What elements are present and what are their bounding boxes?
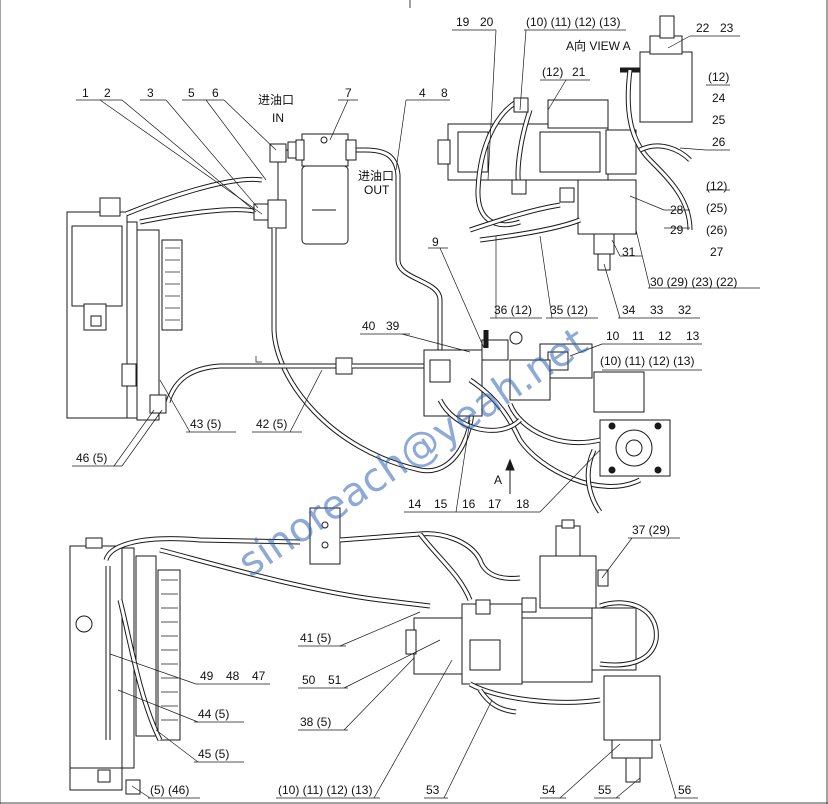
label-28: 28: [670, 203, 684, 217]
label-18: 18: [516, 497, 530, 511]
label-41: 41 (5): [300, 631, 331, 645]
label-43: 43 (5): [190, 417, 221, 431]
label-mid-group: (10) (11) (12) (13): [600, 354, 694, 368]
label-26-b: (26): [706, 223, 727, 237]
label-13-mid: 13: [686, 329, 700, 343]
label-44: 44 (5): [198, 707, 229, 721]
label-27: 27: [710, 245, 724, 259]
label-19: 19: [456, 15, 470, 29]
label-37: 37 (29): [632, 523, 670, 537]
label-46: 46 (5): [76, 451, 107, 465]
label-16: 16: [462, 497, 476, 511]
view-direction-arrow: [505, 458, 515, 494]
label-5: 5: [188, 86, 195, 100]
label-25: 25: [712, 113, 726, 127]
label-12-mid: 12: [658, 329, 672, 343]
label-1: 1: [82, 86, 89, 100]
label-38: 38 (5): [300, 715, 331, 729]
label-34: 34: [622, 303, 636, 317]
label-top-group: (10) (11) (12) (13): [526, 15, 620, 29]
label-29: 29: [670, 223, 684, 237]
label-53: 53: [426, 783, 440, 797]
radiator-top: [66, 197, 183, 421]
label-9: 9: [432, 235, 439, 249]
oil-filter: [295, 133, 357, 245]
label-33: 33: [650, 303, 664, 317]
label-48: 48: [226, 669, 240, 683]
label-56: 56: [678, 783, 692, 797]
label-55: 55: [598, 783, 612, 797]
label-31: 31: [622, 245, 636, 259]
watermark: sinoreach@yeah.net: [230, 319, 596, 587]
label-36: 36 (12): [494, 303, 532, 317]
label-51: 51: [328, 673, 342, 687]
pump-assembly-bottom: [405, 519, 661, 783]
label-15: 15: [434, 497, 448, 511]
label-10-mid: 10: [606, 329, 620, 343]
label-7: 7: [345, 86, 352, 100]
label-17: 17: [488, 497, 502, 511]
view-a-assembly: [437, 15, 693, 271]
label-49: 49: [200, 669, 214, 683]
label-54: 54: [542, 783, 556, 797]
label-6: 6: [212, 86, 219, 100]
label-8: 8: [441, 86, 448, 100]
valve-block-mid: [423, 330, 671, 514]
label-21: 21: [572, 65, 586, 79]
top-left-hoses: [125, 141, 476, 474]
label-25-b: (25): [706, 201, 727, 215]
label-30-group: 30 (29) (23) (22): [650, 275, 737, 289]
label-14: 14: [408, 497, 422, 511]
inlet-label-en: IN: [272, 111, 284, 125]
label-view-a: A向 VIEW A: [566, 38, 631, 53]
label-11-mid: 11: [632, 329, 645, 343]
label-12-a: (12): [542, 65, 563, 79]
label-47: 47: [252, 669, 266, 683]
label-45: 45 (5): [198, 747, 229, 761]
label-24: 24: [712, 91, 726, 105]
label-26: 26: [712, 135, 726, 149]
label-42: 42 (5): [256, 417, 287, 431]
label-20: 20: [480, 15, 494, 29]
label-40: 40: [362, 319, 376, 333]
inlet-label-cn: 进油口: [258, 93, 294, 107]
label-32: 32: [678, 303, 692, 317]
label-12-b: (12): [706, 179, 727, 193]
bottom-hoses: [103, 507, 521, 742]
leader-lines: [72, 29, 760, 799]
outlet-label-cn: 进油口: [358, 169, 394, 183]
label-bottom-group: (10) (11) (12) (13): [278, 783, 372, 797]
label-35: 35 (12): [550, 303, 588, 317]
label-4: 4: [419, 86, 426, 100]
label-a-arrow: A: [494, 473, 502, 487]
part-labels: 1 2 3 5 6 7 4 8 进油口 IN 进油口 OUT 9 19 20 (…: [76, 15, 737, 797]
label-23: 23: [720, 21, 734, 35]
label-39: 39: [386, 319, 400, 333]
label-3: 3: [147, 86, 154, 100]
label-50: 50: [302, 673, 316, 687]
outlet-label-en: OUT: [364, 183, 390, 197]
label-2: 2: [104, 86, 111, 100]
label-22: 22: [696, 21, 710, 35]
label-12-right: (12): [708, 70, 729, 84]
label-5-46: (5) (46): [150, 783, 189, 797]
radiator-bottom: [69, 537, 181, 795]
